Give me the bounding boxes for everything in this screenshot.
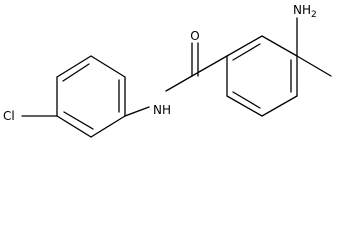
toluidine-ring bbox=[226, 35, 298, 117]
ring-inner-double-bond bbox=[63, 111, 94, 130]
amino-label: NH2 bbox=[293, 3, 317, 20]
ring-bond bbox=[56, 115, 92, 138]
chemical-structure-diagram: NH2 O NH Cl bbox=[3, 3, 332, 138]
ring-inner-double-bond bbox=[232, 43, 261, 61]
n-aryl-bond bbox=[124, 106, 150, 117]
oxygen-label: O bbox=[190, 29, 199, 43]
chlorophenyl-ring bbox=[56, 55, 126, 138]
ring-inner-double-bond bbox=[62, 63, 90, 82]
amide-nh-label: NH bbox=[153, 103, 171, 117]
chlorine-label: Cl bbox=[3, 109, 15, 123]
carbonyl-link-bond bbox=[191, 55, 228, 77]
methyl-bond bbox=[296, 55, 332, 77]
ring-bond bbox=[90, 115, 126, 138]
ring-bond bbox=[56, 55, 92, 78]
ring-bond bbox=[261, 35, 298, 57]
ring-bond bbox=[90, 55, 126, 78]
amide-bond bbox=[165, 75, 193, 92]
ring-bond bbox=[226, 95, 263, 117]
ring-inner-double-bond bbox=[232, 91, 261, 109]
ring-bond bbox=[226, 35, 263, 57]
ring-bond bbox=[261, 95, 298, 117]
